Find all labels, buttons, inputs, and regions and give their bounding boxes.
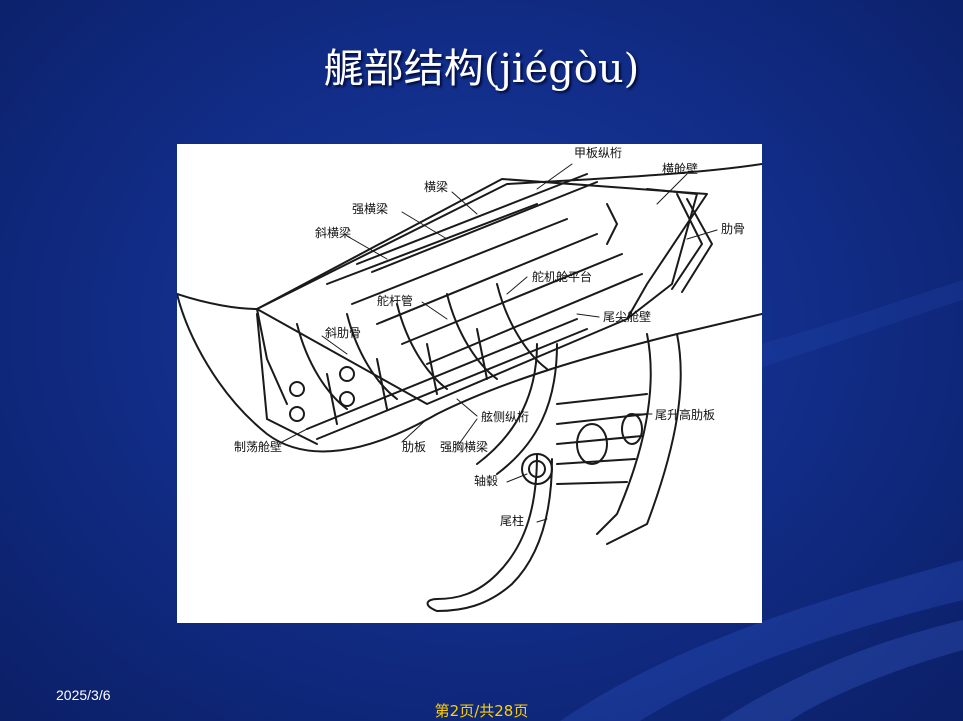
label-engine-flat: 舵机舱平台 [532,270,593,284]
label-deck-beam: 横梁 [424,180,449,194]
stern-structure-drawing [177,163,762,612]
label-strong-beam: 强横梁 [352,202,389,216]
label-oblique-frame: 斜肋骨 [325,326,362,340]
label-transverse-bulkhead: 横舱壁 [662,162,699,176]
label-oblique-beam: 斜横梁 [315,226,352,240]
label-aft-peak-bulkhead: 尾尖舱壁 [603,310,652,324]
stern-structure-figure: 甲板纵桁 横舱壁 横梁 强横梁 斜横梁 肋骨 舵杆管 舵机舱平台 斜肋骨 尾尖舱… [177,144,762,623]
label-aft-floor: 尾升高肋板 [655,408,716,422]
slide-title: 艉部结构(jiégòu) [323,46,640,92]
label-side-stringer: 舷侧纵桁 [481,410,530,424]
label-rudder-trunk: 舵杆管 [377,294,414,308]
label-stern-post: 尾柱 [500,514,525,528]
label-swash-bulkhead: 制荡舱壁 [234,440,283,454]
label-frame: 肋骨 [721,222,746,236]
label-shaft-boss: 轴毂 [474,474,499,488]
label-strong-deck-beam: 强胸横梁 [440,440,489,454]
page-indicator: 第2页/共28页 [434,702,529,720]
label-deck-girder: 甲板纵桁 [574,146,623,160]
label-floor: 肋板 [402,440,427,454]
slide-date: 2025/3/6 [56,687,111,703]
